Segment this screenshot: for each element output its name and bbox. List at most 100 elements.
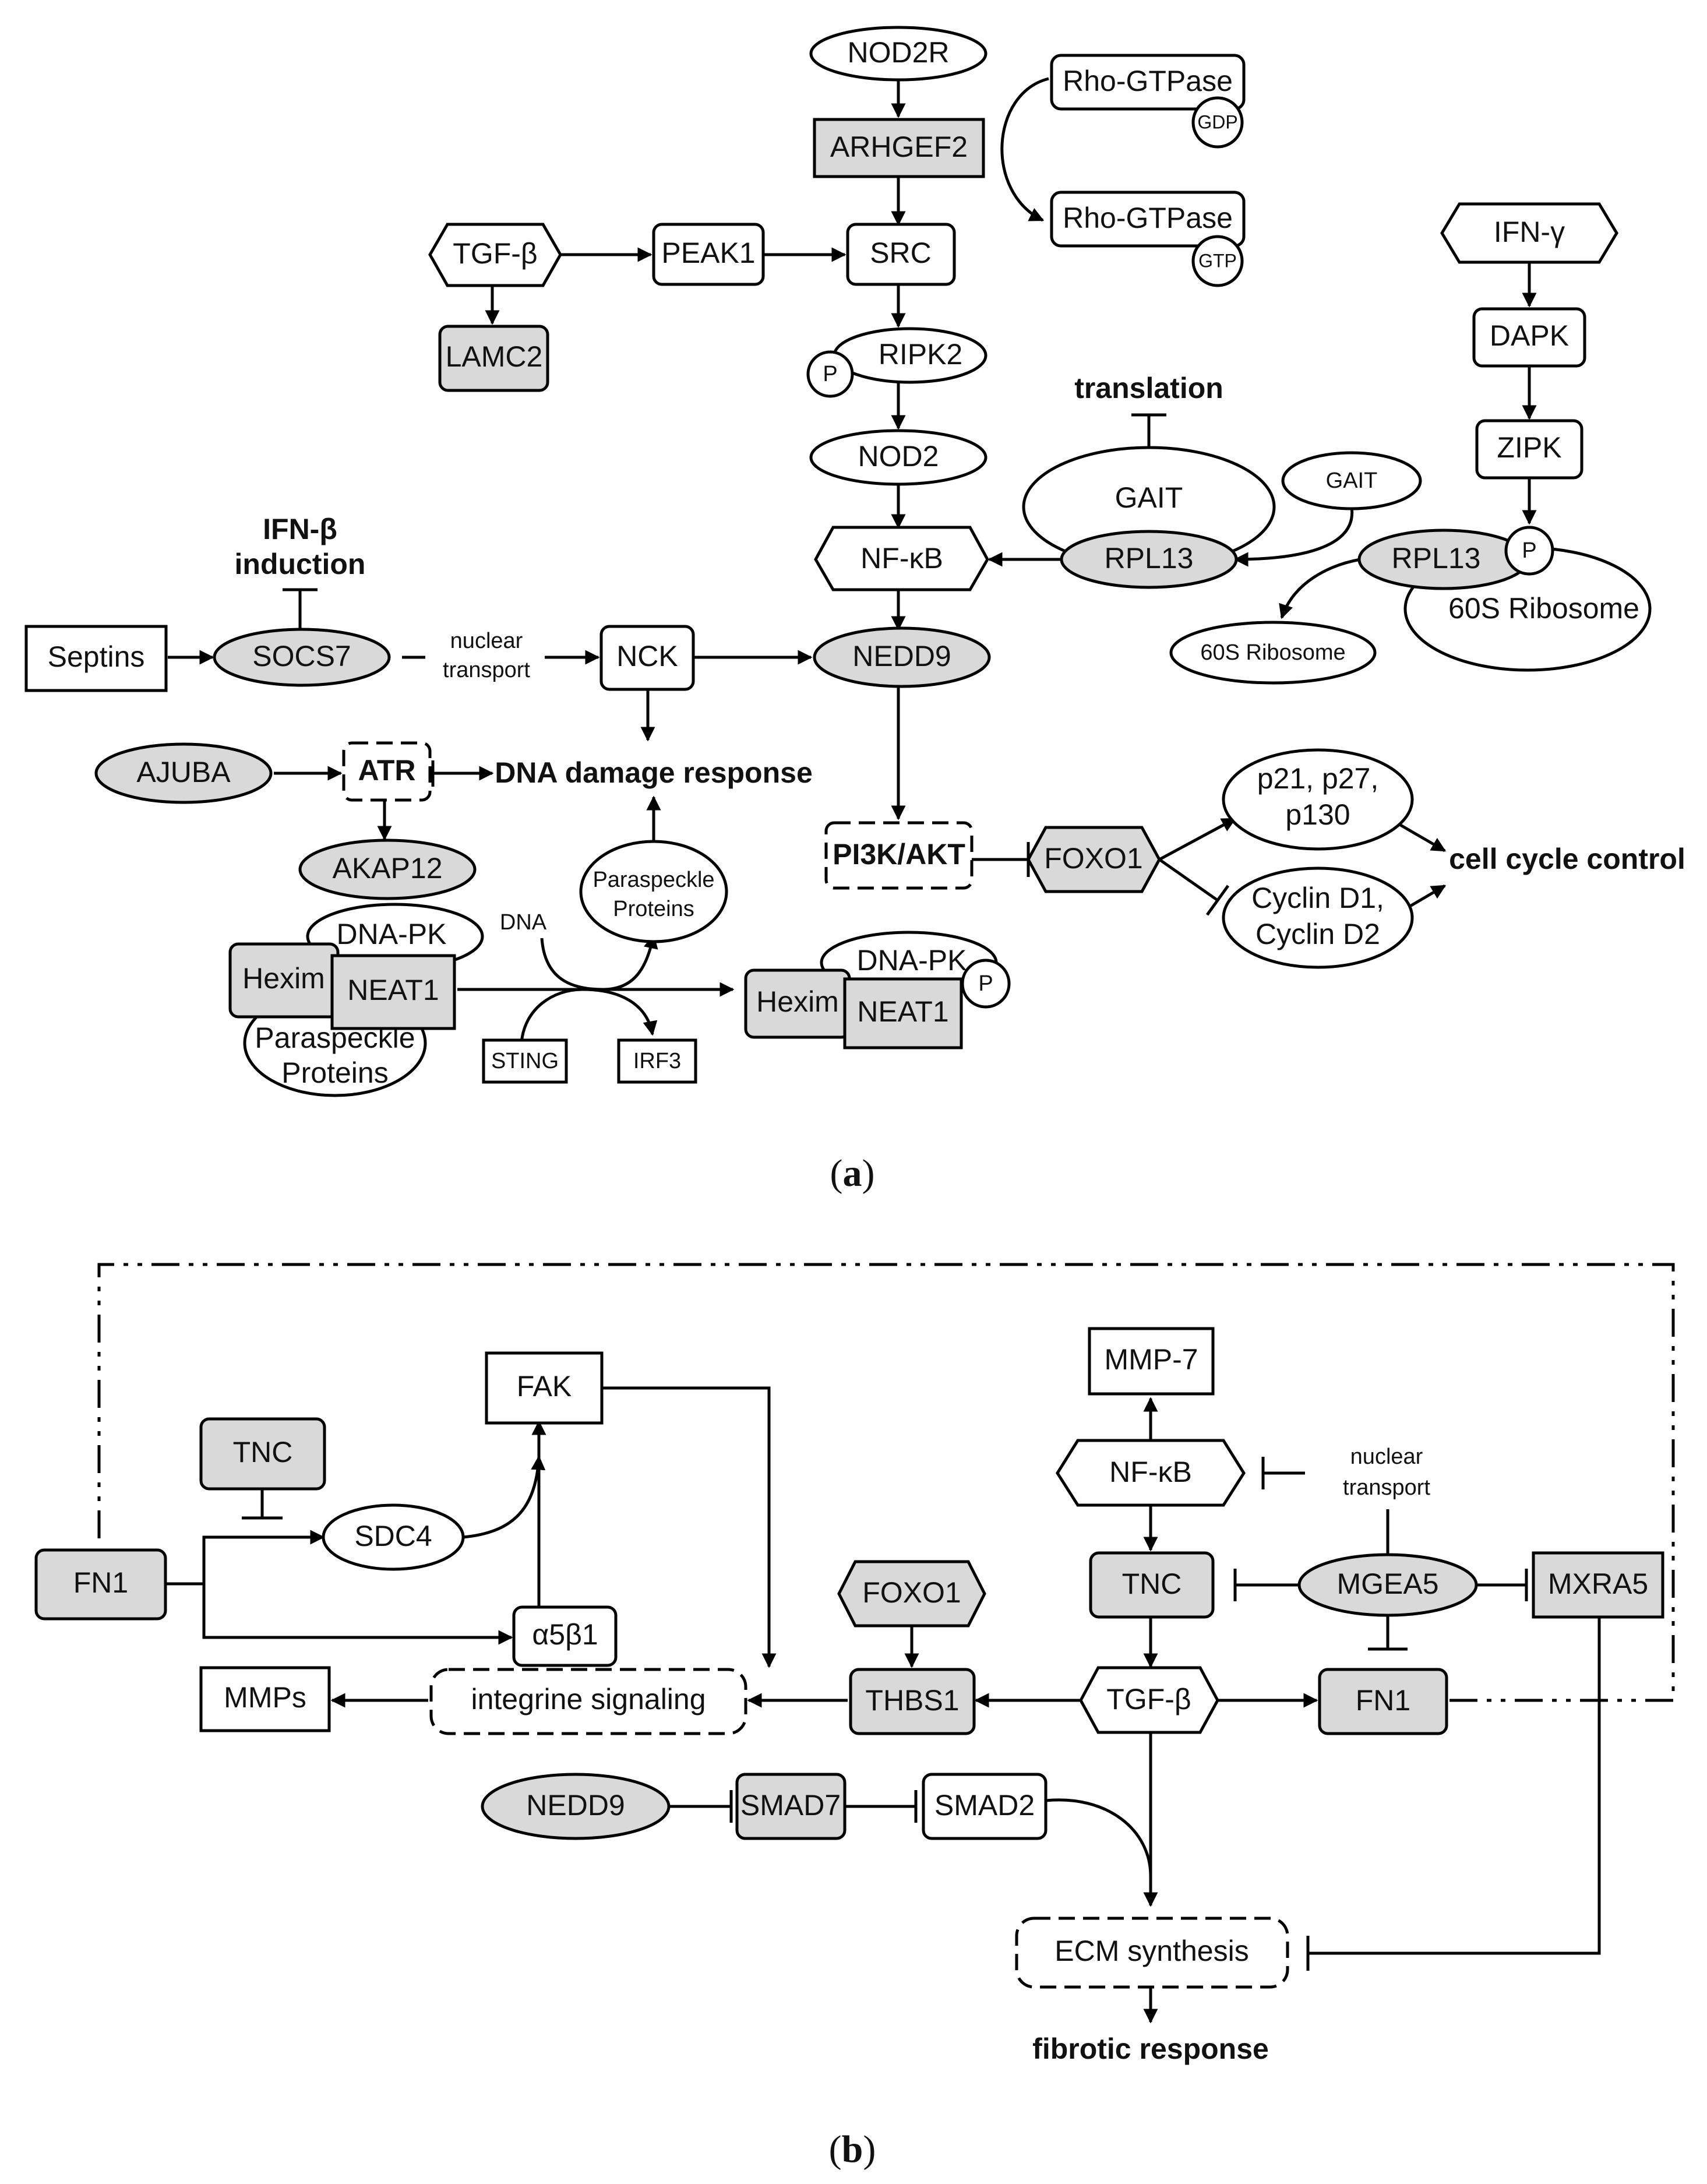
node-akap12-label: AKAP12 (332, 852, 442, 885)
node-ripk2[interactable]: RIPK2 P (806, 327, 987, 398)
nuclear-transport-a-1: nuclear (450, 629, 523, 653)
node-septins-label: Septins (48, 640, 145, 673)
node-fn1-left[interactable]: FN1 (34, 1548, 167, 1621)
node-nfkb-a-label: NF-κB (860, 542, 943, 575)
node-peak1[interactable]: PEAK1 (652, 223, 765, 286)
node-ifng[interactable]: IFN-γ (1440, 202, 1618, 264)
node-mxra5-label: MXRA5 (1548, 1567, 1648, 1600)
node-nfkb-a[interactable]: NF-κB (814, 526, 989, 591)
nuclear-transport-b-1: nuclear (1350, 1445, 1423, 1469)
node-mmps[interactable]: MMPs (199, 1666, 331, 1732)
node-atr-label: ATR (358, 754, 415, 787)
dna-label: DNA (500, 910, 547, 935)
node-arhgef2[interactable]: ARHGEF2 (813, 118, 985, 178)
node-nedd9-b-label: NEDD9 (526, 1789, 625, 1822)
node-p21-label-1: p21, p27, (1257, 762, 1379, 795)
ifnb-label-2: induction (235, 548, 366, 580)
node-rpl13-right[interactable]: RPL13 P (1357, 526, 1554, 590)
node-tnc-top[interactable]: TNC (199, 1417, 326, 1491)
node-foxo1-a[interactable]: FOXO1 (1027, 826, 1161, 893)
node-ajuba[interactable]: AJUBA (94, 742, 273, 804)
node-nck-label: NCK (616, 640, 678, 672)
panel-b-nodes: FAK TNC SDC4 FN1 α5β1 MMPs integ (34, 1327, 1664, 2065)
p-dnapk-label: P (978, 971, 993, 996)
node-60s-small[interactable]: 60S Ribosome (1169, 621, 1377, 685)
node-fn1-right[interactable]: FN1 (1318, 1668, 1448, 1735)
node-irf3[interactable]: IRF3 (617, 1038, 697, 1084)
node-nod2r[interactable]: NOD2R (809, 26, 987, 82)
neat1-complex-right[interactable]: DNA-PK P Hexim NEAT1 (744, 931, 1011, 1049)
node-gait-big[interactable]: GAIT (1022, 446, 1276, 568)
edge-rpl13-60s (1279, 558, 1361, 619)
node-smad7-label: SMAD7 (740, 1789, 841, 1822)
node-integrine[interactable]: integrine signaling (429, 1668, 747, 1735)
node-nod2[interactable]: NOD2 (809, 429, 987, 486)
edge-sdc4-fak (463, 1455, 546, 1539)
node-ifng-label: IFN-γ (1494, 216, 1565, 248)
node-ecm[interactable]: ECM synthesis (1015, 1917, 1289, 1989)
neat1-left-label: NEAT1 (347, 974, 439, 1006)
node-smad7[interactable]: SMAD7 (735, 1773, 847, 1840)
node-lamc2[interactable]: LAMC2 (438, 325, 549, 392)
cell-cycle-label: cell cycle control (1449, 843, 1685, 875)
node-tnc-mid-label: TNC (1122, 1567, 1182, 1600)
node-src[interactable]: SRC (846, 223, 956, 286)
panel-a-nodes: NOD2R ARHGEF2 Rho-GTPase GDP Rho-GTPase … (24, 26, 1685, 1097)
node-thbs1[interactable]: THBS1 (849, 1668, 976, 1735)
node-nfkb-b[interactable]: NF-κB (1056, 1439, 1246, 1507)
node-sting-label: STING (491, 1049, 559, 1073)
node-60s-big-label: 60S Ribosome (1448, 592, 1639, 625)
node-mxra5[interactable]: MXRA5 (1532, 1551, 1664, 1619)
node-nedd9-b[interactable]: NEDD9 (481, 1773, 671, 1840)
node-mmp7[interactable]: MMP-7 (1088, 1327, 1215, 1396)
node-socs7[interactable]: SOCS7 (213, 628, 391, 687)
node-mmps-label: MMPs (224, 1681, 306, 1714)
node-rho-gtpase-gdp[interactable]: Rho-GTPase GDP (1050, 54, 1246, 149)
node-thbs1-label: THBS1 (865, 1684, 959, 1717)
node-pi3k[interactable]: PI3K/AKT (824, 821, 974, 890)
node-cyclin[interactable]: Cyclin D1, Cyclin D2 (1222, 866, 1414, 969)
node-lamc2-label: LAMC2 (446, 340, 543, 373)
node-fn1-right-label: FN1 (1356, 1684, 1410, 1717)
node-paraspeckle-mid[interactable]: Paraspeckle Proteins (579, 840, 728, 943)
node-sdc4[interactable]: SDC4 (322, 1503, 465, 1571)
node-nedd9-a-label: NEDD9 (852, 640, 951, 672)
node-mgea5[interactable]: MGEA5 (1297, 1553, 1478, 1617)
node-foxo1-b-label: FOXO1 (862, 1576, 961, 1609)
p-rpl13-label: P (1522, 538, 1536, 563)
hexim-left-label: Hexim (242, 962, 325, 995)
node-foxo1-b[interactable]: FOXO1 (837, 1560, 986, 1628)
node-p21[interactable]: p21, p27, p130 (1222, 748, 1414, 851)
node-nfkb-b-label: NF-κB (1109, 1456, 1192, 1488)
node-rpl13-left[interactable]: RPL13 (1060, 530, 1238, 589)
node-septins[interactable]: Septins (24, 625, 168, 692)
node-tgfb-a[interactable]: TGF-β (428, 223, 562, 287)
node-rho-gtpase-gtp[interactable]: Rho-GTPase GTP (1050, 191, 1246, 287)
node-60s-small-label: 60S Ribosome (1200, 640, 1345, 665)
node-rpl13-left-label: RPL13 (1105, 542, 1194, 575)
node-rpl13-right-label: RPL13 (1392, 542, 1481, 575)
node-dapk[interactable]: DAPK (1472, 307, 1586, 368)
node-fak[interactable]: FAK (485, 1351, 604, 1425)
node-nck[interactable]: NCK (599, 625, 695, 691)
node-atr[interactable]: ATR (342, 741, 432, 802)
node-sting[interactable]: STING (482, 1038, 568, 1084)
edge-smad2-ecm (1045, 1798, 1152, 1877)
node-src-label: SRC (870, 237, 932, 269)
node-smad2[interactable]: SMAD2 (922, 1773, 1048, 1840)
node-a5b1-label: α5β1 (532, 1618, 598, 1651)
node-mgea5-label: MGEA5 (1336, 1567, 1438, 1600)
node-a5b1[interactable]: α5β1 (512, 1605, 618, 1667)
para-mid-label-2: Proteins (613, 897, 694, 921)
neat1-right-label: NEAT1 (857, 995, 948, 1028)
node-gait-small[interactable]: GAIT (1281, 451, 1422, 510)
node-ripk2-label: RIPK2 (879, 338, 963, 371)
node-akap12[interactable]: AKAP12 (298, 839, 477, 900)
edge-foxo1-p21 (1158, 817, 1237, 861)
neat1-complex-left[interactable]: DNA-PK Paraspeckle Proteins Hexim NEAT1 (228, 903, 484, 1097)
node-tgfb-b[interactable]: TGF-β (1079, 1666, 1219, 1734)
node-p21-label-2: p130 (1285, 798, 1350, 831)
node-tnc-mid[interactable]: TNC (1089, 1551, 1215, 1619)
node-nedd9-a[interactable]: NEDD9 (813, 626, 991, 688)
node-zipk[interactable]: ZIPK (1475, 419, 1583, 480)
